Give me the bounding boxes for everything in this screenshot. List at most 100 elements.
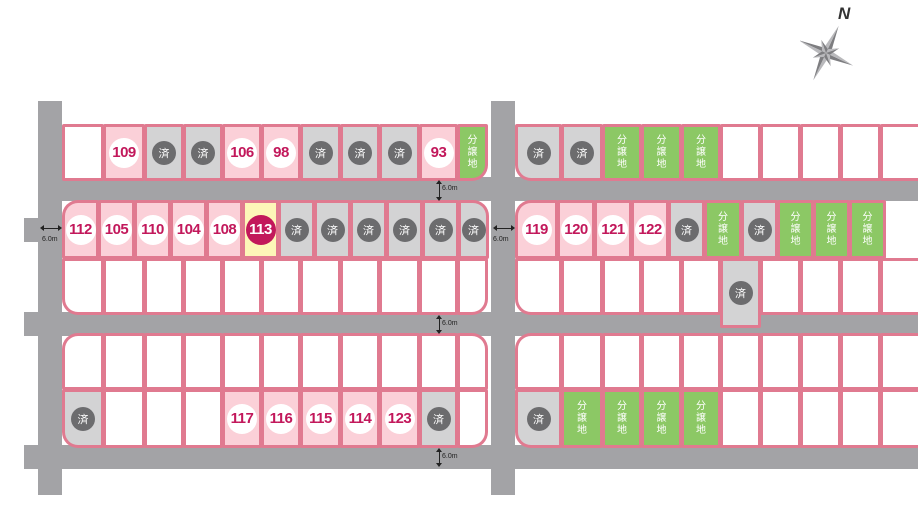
row4-right-lot-4[interactable] <box>641 333 682 390</box>
row5-right-lot-7[interactable] <box>760 389 801 448</box>
row3-right-lot-3[interactable] <box>602 258 642 315</box>
row3-left-lot-2[interactable] <box>103 258 145 315</box>
row3-left-lot-4[interactable] <box>183 258 223 315</box>
row1-right-lot-7[interactable] <box>760 124 801 181</box>
row2-left-lot-9[interactable]: 済 <box>350 200 387 259</box>
row1-right-lot-6[interactable] <box>720 124 761 181</box>
row5-left-lot-116[interactable]: 116 <box>261 389 301 448</box>
row2-left-lot-105[interactable]: 105 <box>98 200 135 259</box>
row2-right-lot-119[interactable]: 119 <box>515 200 558 259</box>
row4-left-lot-2[interactable] <box>103 333 145 390</box>
row1-right-lot-4[interactable]: 分譲地 <box>641 124 682 181</box>
row5-right-lot-8[interactable] <box>800 389 841 448</box>
row5-right-lot-10[interactable] <box>880 389 918 448</box>
row3-left-lot-5[interactable] <box>222 258 262 315</box>
row3-left-lot-10[interactable] <box>419 258 458 315</box>
row5-right-lot-9[interactable] <box>840 389 881 448</box>
row5-left-lot-123[interactable]: 123 <box>379 389 420 448</box>
row4-right-lot-9[interactable] <box>840 333 881 390</box>
row2-right-lot-9[interactable]: 分譲地 <box>813 200 850 259</box>
row2-right-lot-5[interactable]: 済 <box>668 200 705 259</box>
row1-left-lot-3[interactable]: 済 <box>144 124 184 181</box>
row5-right-lot-4[interactable]: 分譲地 <box>641 389 682 448</box>
row4-left-lot-10[interactable] <box>419 333 458 390</box>
row5-left-lot-2[interactable] <box>103 389 145 448</box>
row3-left-lot-8[interactable] <box>340 258 380 315</box>
row2-left-lot-11[interactable]: 済 <box>422 200 459 259</box>
row4-right-lot-10[interactable] <box>880 333 918 390</box>
row3-right-lot-10[interactable] <box>880 258 918 315</box>
row4-left-lot-1[interactable] <box>62 333 104 390</box>
row3-left-lot-7[interactable] <box>300 258 341 315</box>
row1-left-lot-4[interactable]: 済 <box>183 124 223 181</box>
row5-left-lot-1[interactable]: 済 <box>62 389 104 448</box>
row2-left-lot-113[interactable]: 113 <box>242 200 279 259</box>
row1-left-lot-7[interactable]: 済 <box>300 124 341 181</box>
row2-left-lot-10[interactable]: 済 <box>386 200 423 259</box>
row4-right-lot-6[interactable] <box>720 333 761 390</box>
row1-left-lot-1[interactable] <box>62 124 104 181</box>
row3-right-lot-6[interactable]: 済 <box>720 258 761 328</box>
row2-left-lot-112[interactable]: 112 <box>62 200 99 259</box>
row1-right-lot-10[interactable] <box>880 124 918 181</box>
row5-right-lot-1[interactable]: 済 <box>515 389 562 448</box>
row4-left-lot-5[interactable] <box>222 333 262 390</box>
row4-right-lot-5[interactable] <box>681 333 721 390</box>
row4-left-lot-6[interactable] <box>261 333 301 390</box>
row3-right-lot-9[interactable] <box>840 258 881 315</box>
row5-right-lot-2[interactable]: 分譲地 <box>561 389 603 448</box>
row2-left-lot-104[interactable]: 104 <box>170 200 207 259</box>
row5-left-lot-4[interactable] <box>183 389 223 448</box>
row3-right-lot-2[interactable] <box>561 258 603 315</box>
row1-right-lot-1[interactable]: 済 <box>515 124 562 181</box>
row4-left-lot-8[interactable] <box>340 333 380 390</box>
row1-right-lot-9[interactable] <box>840 124 881 181</box>
row1-left-lot-98[interactable]: 98 <box>261 124 301 181</box>
row1-left-lot-8[interactable]: 済 <box>340 124 380 181</box>
row4-right-lot-7[interactable] <box>760 333 801 390</box>
row5-right-lot-6[interactable] <box>720 389 761 448</box>
row5-left-lot-117[interactable]: 117 <box>222 389 262 448</box>
row3-left-lot-6[interactable] <box>261 258 301 315</box>
row1-left-lot-109[interactable]: 109 <box>103 124 145 181</box>
row3-right-lot-4[interactable] <box>641 258 682 315</box>
row3-right-lot-1[interactable] <box>515 258 562 315</box>
row4-right-lot-8[interactable] <box>800 333 841 390</box>
row2-right-lot-8[interactable]: 分譲地 <box>777 200 814 259</box>
row1-left-lot-93[interactable]: 93 <box>419 124 458 181</box>
row1-right-lot-5[interactable]: 分譲地 <box>681 124 721 181</box>
row2-right-lot-6[interactable]: 分譲地 <box>704 200 742 259</box>
row1-left-lot-11[interactable]: 分譲地 <box>457 124 488 181</box>
row3-right-lot-5[interactable] <box>681 258 721 315</box>
row5-left-lot-115[interactable]: 115 <box>300 389 341 448</box>
row4-left-lot-3[interactable] <box>144 333 184 390</box>
row2-left-lot-7[interactable]: 済 <box>278 200 315 259</box>
row2-right-lot-122[interactable]: 122 <box>631 200 669 259</box>
row4-right-lot-3[interactable] <box>602 333 642 390</box>
row2-left-lot-12[interactable]: 済 <box>458 200 489 259</box>
row1-left-lot-9[interactable]: 済 <box>379 124 420 181</box>
row1-right-lot-8[interactable] <box>800 124 841 181</box>
row4-right-lot-1[interactable] <box>515 333 562 390</box>
row2-left-lot-108[interactable]: 108 <box>206 200 243 259</box>
row4-left-lot-11[interactable] <box>457 333 488 390</box>
row4-left-lot-7[interactable] <box>300 333 341 390</box>
row4-right-lot-2[interactable] <box>561 333 603 390</box>
row5-right-lot-5[interactable]: 分譲地 <box>681 389 721 448</box>
row3-right-lot-8[interactable] <box>800 258 841 315</box>
row3-right-lot-7[interactable] <box>760 258 801 315</box>
row2-right-lot-10[interactable]: 分譲地 <box>849 200 886 259</box>
row2-right-lot-121[interactable]: 121 <box>594 200 632 259</box>
row2-right-lot-120[interactable]: 120 <box>557 200 595 259</box>
row3-left-lot-9[interactable] <box>379 258 420 315</box>
row1-left-lot-106[interactable]: 106 <box>222 124 262 181</box>
row3-left-lot-11[interactable] <box>457 258 488 315</box>
row1-right-lot-2[interactable]: 済 <box>561 124 603 181</box>
row1-right-lot-3[interactable]: 分譲地 <box>602 124 642 181</box>
row5-left-lot-3[interactable] <box>144 389 184 448</box>
row2-left-lot-110[interactable]: 110 <box>134 200 171 259</box>
row2-left-lot-8[interactable]: 済 <box>314 200 351 259</box>
row2-right-lot-7[interactable]: 済 <box>741 200 778 259</box>
row4-left-lot-4[interactable] <box>183 333 223 390</box>
row5-left-lot-11[interactable] <box>457 389 488 448</box>
